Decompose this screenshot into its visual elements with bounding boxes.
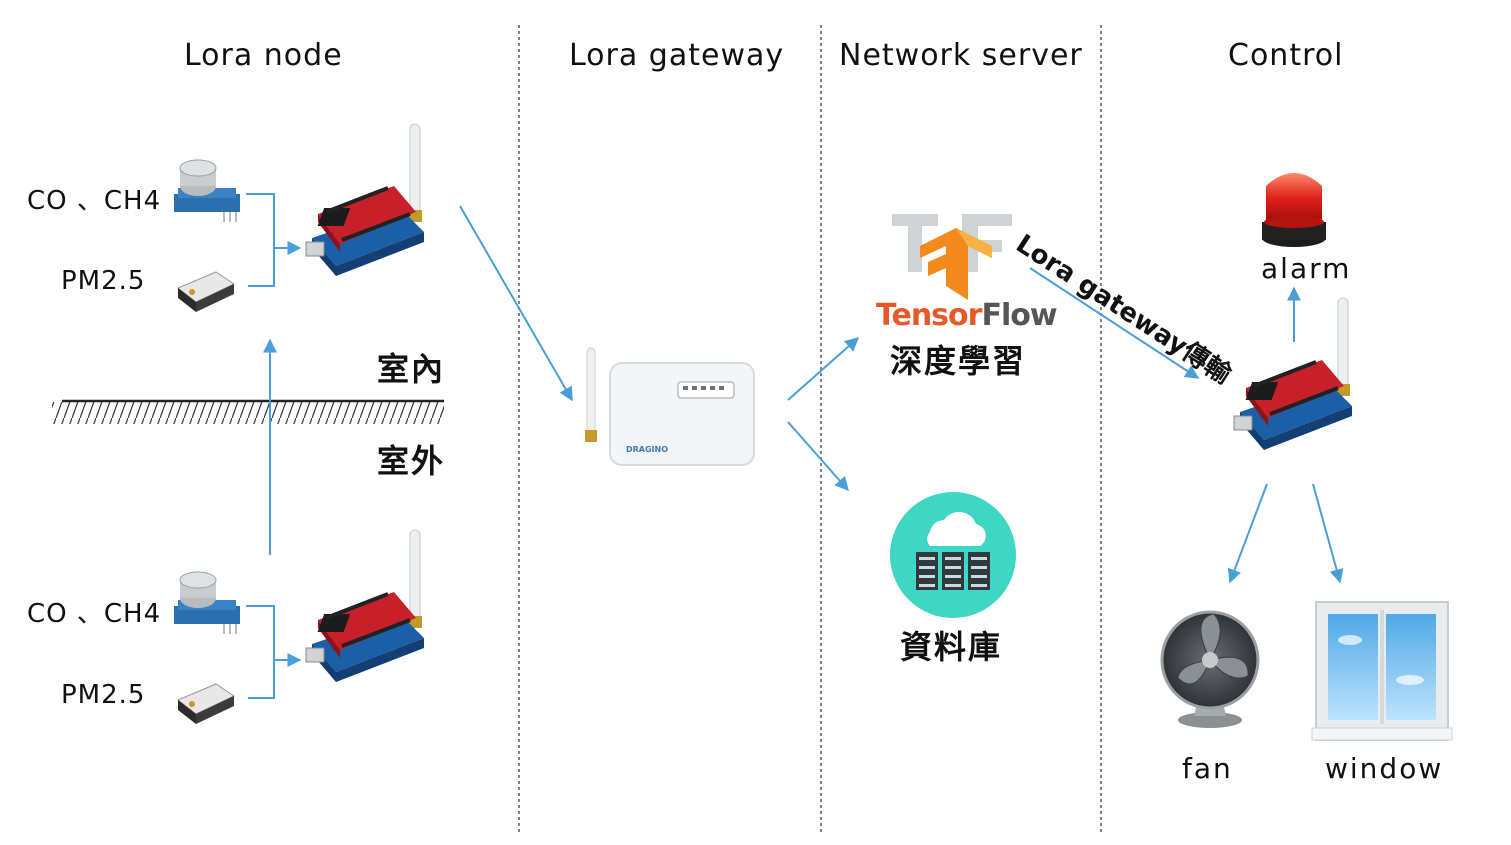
column-title-lora-gateway: Lora gateway (569, 38, 785, 73)
fan-label: fan (1182, 752, 1233, 785)
column-title-network-server: Network server (839, 38, 1083, 73)
alarm-light-icon (1262, 173, 1326, 247)
bottom-node-connector (246, 605, 302, 699)
column-title-lora-node: Lora node (184, 38, 343, 73)
gateway-brand-text: DRAGINO (626, 445, 668, 454)
top-sensor-co-ch4-label: CO 、CH4 (27, 186, 162, 216)
ground-line (52, 399, 444, 424)
lora-board-bottom (304, 528, 426, 684)
database-icon (890, 492, 1016, 618)
window-label: window (1325, 752, 1444, 785)
node-to-gateway-arrow (459, 205, 573, 402)
gas-sensor-bottom (173, 571, 241, 635)
window-icon (1311, 601, 1453, 741)
fan-icon (1160, 610, 1260, 728)
bottom-sensor-co-ch4-label: CO 、CH4 (27, 599, 162, 629)
gateway-to-database-arrow (787, 421, 849, 492)
bottom-sensor-pm25-label: PM2.5 (61, 680, 146, 710)
indoor-label: 室內 (377, 350, 446, 388)
database-label: 資料庫 (900, 628, 1003, 666)
pm-sensor-bottom (177, 683, 235, 725)
top-sensor-pm25-label: PM2.5 (61, 266, 146, 296)
outdoor-label: 室外 (377, 442, 446, 480)
lora-board-top (304, 122, 426, 278)
deep-learning-label: 深度學習 (890, 342, 1027, 380)
pm-sensor-top (177, 271, 235, 313)
column-title-control: Control (1228, 38, 1344, 73)
control-to-fan-arrow (1227, 483, 1268, 584)
tensorflow-logo (892, 214, 1012, 300)
alarm-label: alarm (1261, 252, 1352, 285)
server-to-control-arrow (1029, 267, 1200, 379)
gas-sensor-top (173, 159, 241, 223)
gateway-to-tensorflow-arrow (787, 337, 860, 401)
tensorflow-wordmark: TensorFlow (876, 298, 1058, 333)
top-node-connector (246, 193, 302, 287)
gateway-device: DRAGINO (585, 347, 755, 466)
control-to-window-arrow (1312, 483, 1344, 584)
